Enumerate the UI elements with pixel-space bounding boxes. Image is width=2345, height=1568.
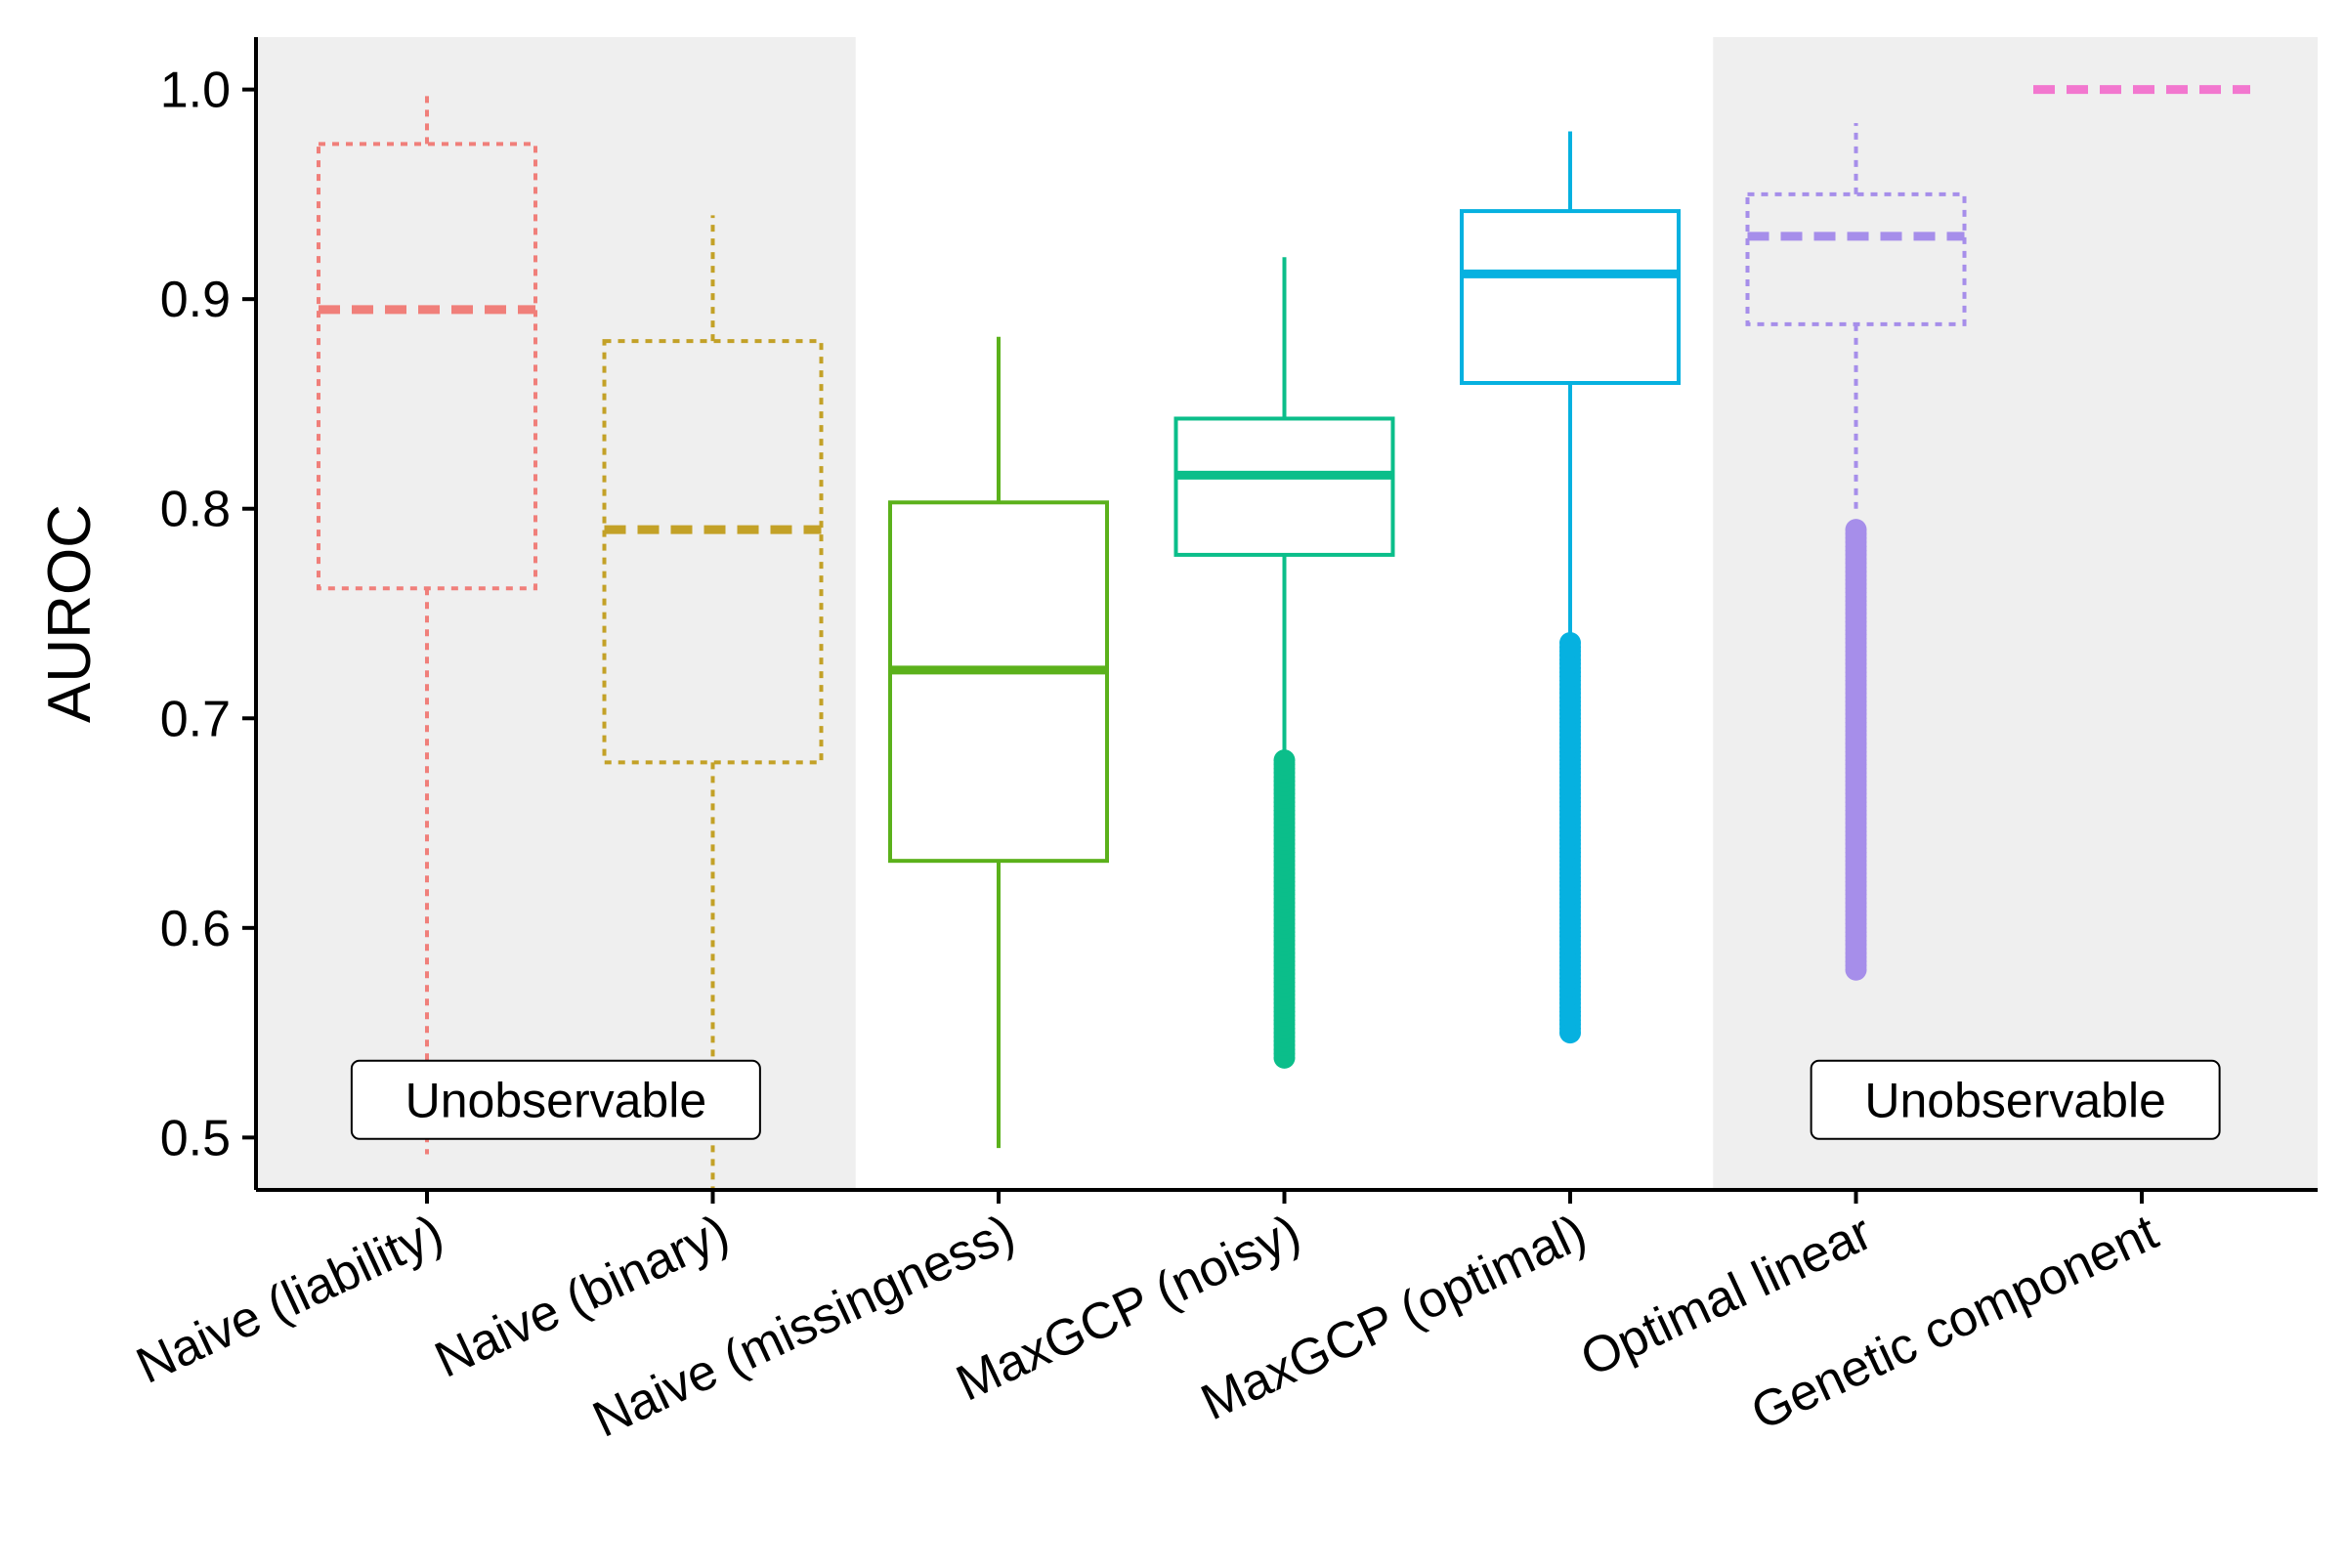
box-maxgcp-noisy [1173,257,1395,1069]
shaded-bands [256,37,2318,1190]
outlier-point [1273,749,1296,772]
y-tick-label: 0.7 [160,691,231,747]
band-label-frame-1 [350,1059,761,1140]
box-iqr [317,142,537,591]
y-tick-label: 0.5 [160,1110,231,1166]
band-label-box-1: Unobservable [350,1059,761,1140]
box-series [317,85,2250,1190]
y-tick-label: 1.0 [160,63,231,119]
band-label-box-2: Unobservable [1810,1059,2221,1140]
box-naive-missingness [888,336,1109,1149]
shaded-band-1 [256,37,856,1190]
band-label-text-1: Unobservable [405,1074,707,1128]
y-tick-label: 0.8 [160,482,231,538]
x-tick-label: Naive (liability) [128,1204,451,1394]
box-iqr [1460,209,1681,385]
shaded-band-2 [1713,37,2318,1190]
box-iqr [602,339,824,765]
box-optimal-linear [1745,122,1967,981]
y-tick-label: 0.6 [160,901,231,957]
box-maxgcp-optimal [1460,131,1681,1044]
outlier-point [1845,519,1867,541]
box-iqr [1173,416,1395,557]
band-labels: Unobservable Unobservable [350,1059,2221,1140]
y-axis-title: AUROC [36,504,104,723]
band-label-frame-2 [1810,1059,2221,1140]
outlier-point [1559,632,1581,655]
box-iqr [1745,191,1967,326]
box-iqr [888,500,1109,864]
band-label-text-2: Unobservable [1864,1074,2166,1128]
y-tick-label: 0.9 [160,272,231,328]
